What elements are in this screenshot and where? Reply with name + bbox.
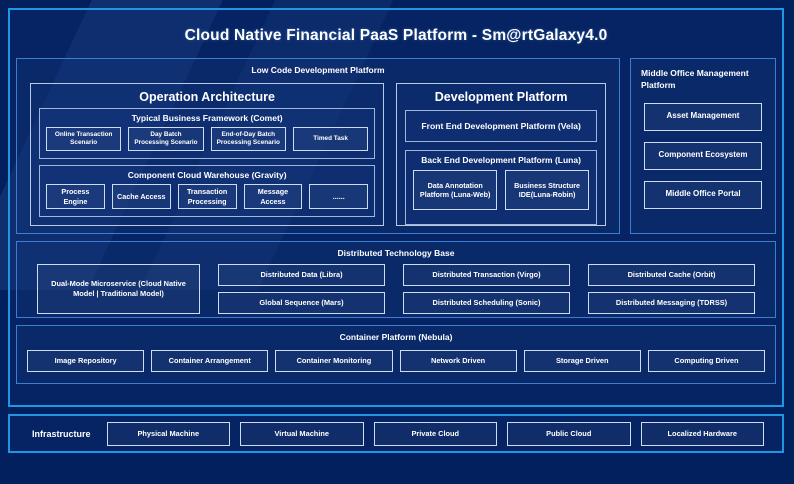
typical-business-items: Online Transaction Scenario Day Batch Pr…	[46, 127, 369, 151]
node-dual-mode-microservice: Dual-Mode Microservice (Cloud Native Mod…	[37, 264, 200, 314]
box-back-end-development-platform: Back End Development Platform (Luna) Dat…	[405, 150, 597, 225]
typical-business-title: Typical Business Framework (Comet)	[131, 113, 283, 123]
distributed-title: Distributed Technology Base	[337, 248, 455, 258]
node-global-sequence: Global Sequence (Mars)	[218, 292, 385, 314]
component-cloud-title: Component Cloud Warehouse (Gravity)	[127, 170, 287, 180]
node-asset-management: Asset Management	[644, 102, 762, 131]
node-computing-driven: Computing Driven	[647, 350, 766, 372]
distributed-col-3: Distributed Cache (Orbit) Distributed Me…	[588, 264, 755, 314]
node-front-end-development-platform: Front End Development Platform (Vela)	[405, 110, 597, 142]
operation-architecture-title: Operation Architecture	[139, 90, 275, 104]
node-distributed-data: Distributed Data (Libra)	[218, 264, 385, 286]
node-network-driven: Network Driven	[399, 350, 517, 372]
section-distributed-technology-base: Distributed Technology Base Dual-Mode Mi…	[16, 241, 776, 318]
infrastructure-title: Infrastructure	[32, 428, 91, 439]
node-data-annotation-platform: Data Annotation Platform (Luna-Web)	[413, 170, 498, 210]
distributed-body: Dual-Mode Microservice (Cloud Native Mod…	[37, 264, 755, 314]
node-distributed-transaction: Distributed Transaction (Virgo)	[403, 264, 570, 286]
node-component-ecosystem: Component Ecosystem	[644, 141, 762, 170]
node-localized-hardware: Localized Hardware	[640, 421, 765, 446]
low-code-body: Operation Architecture Typical Business …	[30, 83, 606, 226]
node-business-structure-ide: Business Structure IDE(Luna-Robin)	[505, 170, 590, 210]
platform-diagram: Cloud Native Financial PaaS Platform - S…	[8, 8, 784, 407]
page-title: Cloud Native Financial PaaS Platform - S…	[184, 27, 608, 44]
node-process-engine: Process Engine	[46, 184, 105, 209]
panel-development-platform: Development Platform Front End Developme…	[396, 83, 606, 226]
node-storage-driven: Storage Driven	[523, 350, 641, 372]
middle-office-title: Middle Office Management Platform	[641, 68, 749, 91]
low-code-title: Low Code Development Platform	[251, 65, 385, 75]
node-distributed-scheduling: Distributed Scheduling (Sonic)	[403, 292, 570, 314]
panel-operation-architecture: Operation Architecture Typical Business …	[30, 83, 385, 226]
node-ellipsis: ......	[309, 184, 369, 209]
section-middle-office-management-platform: Middle Office Management Platform Asset …	[630, 58, 776, 234]
node-public-cloud: Public Cloud	[507, 421, 631, 446]
section-low-code-development-platform: Low Code Development Platform Operation …	[16, 58, 620, 234]
back-end-title: Back End Development Platform (Luna)	[421, 155, 581, 165]
node-distributed-messaging: Distributed Messaging (TDRSS)	[588, 292, 755, 314]
section-infrastructure: Infrastructure Physical Machine Virtual …	[8, 414, 784, 453]
container-platform-items: Image Repository Container Arrangement C…	[27, 350, 766, 372]
box-typical-business-framework: Typical Business Framework (Comet) Onlin…	[39, 108, 376, 159]
node-virtual-machine: Virtual Machine	[240, 421, 364, 446]
node-cache-access: Cache Access	[111, 184, 171, 209]
node-day-batch-processing-scenario: Day Batch Processing Scenario	[128, 127, 204, 151]
node-online-transaction-scenario: Online Transaction Scenario	[46, 127, 122, 151]
node-physical-machine: Physical Machine	[106, 421, 231, 446]
node-transaction-processing: Transaction Processing	[177, 184, 237, 209]
node-message-access: Message Access	[243, 184, 303, 209]
node-distributed-cache: Distributed Cache (Orbit)	[588, 264, 755, 286]
node-private-cloud: Private Cloud	[373, 421, 498, 446]
component-cloud-items: Process Engine Cache Access Transaction …	[46, 184, 369, 209]
development-platform-title: Development Platform	[434, 90, 568, 104]
node-end-of-day-batch-processing-scenario: End-of-Day Batch Processing Scenario	[210, 127, 286, 151]
distributed-col-1: Distributed Data (Libra) Global Sequence…	[218, 264, 385, 314]
back-end-items: Data Annotation Platform (Luna-Web) Busi…	[413, 170, 590, 210]
node-image-repository: Image Repository	[27, 350, 145, 372]
node-container-monitoring: Container Monitoring	[275, 350, 393, 372]
node-middle-office-portal: Middle Office Portal	[644, 180, 762, 209]
node-container-arrangement: Container Arrangement	[151, 350, 269, 372]
top-row: Low Code Development Platform Operation …	[16, 58, 776, 234]
section-container-platform: Container Platform (Nebula) Image Reposi…	[16, 325, 776, 384]
node-timed-task: Timed Task	[292, 127, 369, 151]
container-platform-title: Container Platform (Nebula)	[339, 332, 453, 342]
infrastructure-items: Physical Machine Virtual Machine Private…	[106, 421, 765, 446]
distributed-col-2: Distributed Transaction (Virgo) Distribu…	[403, 264, 570, 314]
box-component-cloud-warehouse: Component Cloud Warehouse (Gravity) Proc…	[39, 165, 376, 217]
